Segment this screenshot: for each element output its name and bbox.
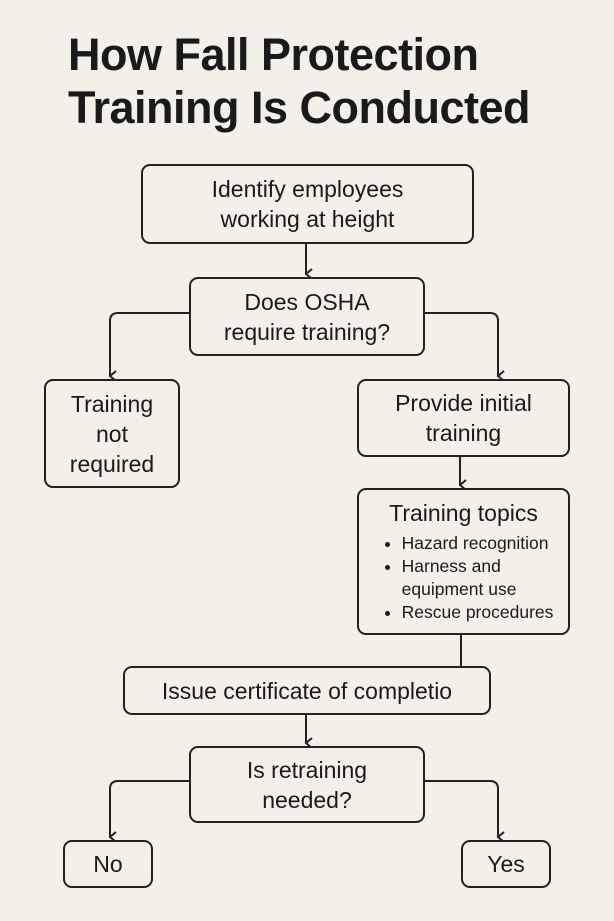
node-text: Provide initial [395,390,532,416]
arrow-retraining-no [108,780,189,843]
node-training-topics: Training topics Hazard recognition Harne… [357,488,570,635]
node-text: not [96,420,128,447]
node-osha-question: Does OSHA require training? [189,277,425,356]
node-text: training [425,420,502,446]
topics-heading: Training topics [389,500,538,526]
node-identify-employees: Identify employees working at height [141,164,474,244]
topic-item: Hazard recognition [402,532,554,555]
arrow-osha-no [108,312,189,382]
node-text: Identify employees [211,176,404,202]
title-line-1: How Fall Protection [68,29,479,80]
node-text: Is retraining [246,756,368,783]
node-retraining-question: Is retraining needed? [189,746,425,823]
topic-item: Rescue procedures [402,601,554,624]
arrow-osha-yes [424,312,505,382]
topics-list: Hazard recognition Harness and equipment… [374,532,554,624]
node-text: working at height [220,206,395,232]
node-issue-certificate: Issue certificate of completio [123,666,491,715]
node-text: Does OSHA [244,288,370,315]
node-text: Issue certificate of completio [161,677,453,704]
node-text: require training? [223,318,391,345]
diagram-title: How Fall Protection Training Is Conducte… [68,28,531,134]
node-text: needed? [262,786,352,813]
arrow-retraining-yes [424,780,505,843]
node-text: Yes [487,851,525,877]
node-yes: Yes [461,840,551,888]
node-training-not-required: Training not required [44,379,180,488]
node-provide-initial-training: Provide initial training [357,379,570,457]
node-no: No [63,840,153,888]
topic-item: Harness and equipment use [402,555,532,601]
node-text: No [93,851,123,877]
title-line-2: Training Is Conducted [68,82,531,133]
node-text: Training [70,390,154,417]
node-text: required [69,450,155,477]
